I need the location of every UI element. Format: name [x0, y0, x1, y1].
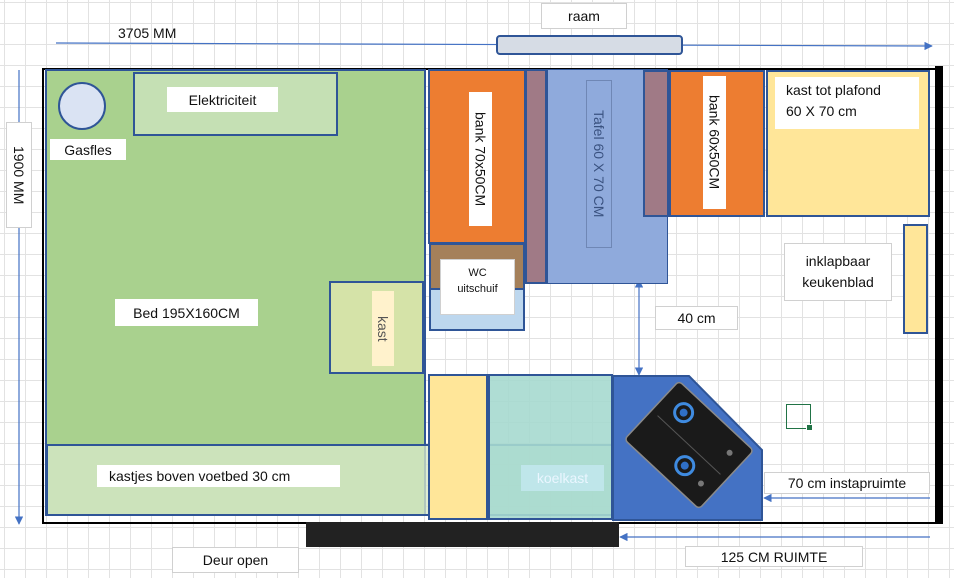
gap-dimension-label: 40 cm: [655, 306, 738, 330]
tall-cupboard-label-line2: 60 X 70 cm: [786, 103, 857, 119]
tall-cupboard-label: kast tot plafond 60 X 70 cm: [775, 77, 919, 129]
table-label: Tafel 60 X 70 CM: [586, 80, 612, 248]
width-dimension-arrow: [55, 41, 933, 51]
cupboard-label: kast: [372, 291, 394, 366]
gas-hob-icon[interactable]: [624, 381, 753, 509]
selection-handle-corner[interactable]: [806, 424, 813, 431]
back-wall: [935, 66, 943, 524]
kitchen-cabinet[interactable]: [428, 374, 488, 520]
table-leaf-right: [643, 70, 669, 217]
window-label: raam: [541, 3, 627, 29]
height-dimension-label: 1900 MM: [6, 122, 32, 228]
wc-label-line1: WC: [468, 267, 487, 279]
selection-handle-icon[interactable]: [786, 404, 811, 429]
gas-bottle-label: Gasfles: [50, 139, 126, 160]
storage-dimension-label: 70 cm instapruimte: [764, 472, 930, 494]
wc-label-line2: uitschuif: [457, 283, 498, 295]
foldout-counter[interactable]: [903, 224, 928, 334]
foldout-counter-label-line2: keukenblad: [802, 274, 874, 290]
cupboards-footbed-label: kastjes boven voetbed 30 cm: [97, 465, 340, 487]
wc-label: WC uitschuif: [440, 259, 515, 315]
fridge[interactable]: [488, 374, 613, 520]
fridge-label: koelkast: [521, 465, 604, 491]
door-opening: [306, 522, 619, 547]
gas-bottle-icon[interactable]: [58, 82, 106, 130]
bench-right-label: bank 60x50CM: [703, 76, 726, 209]
width-dimension-label: 3705 MM: [118, 25, 177, 41]
tall-cupboard-label-line1: kast tot plafond: [786, 82, 881, 98]
door-space-label: 125 CM RUIMTE: [685, 546, 863, 567]
bench-left-label: bank 70x50CM: [469, 92, 492, 226]
foldout-counter-label-line1: inklapbaar: [805, 253, 871, 269]
electricity-label: Elektriciteit: [167, 87, 278, 112]
door-label: Deur open: [172, 547, 299, 573]
bed-label: Bed 195X160CM: [115, 299, 258, 326]
window[interactable]: [496, 35, 683, 55]
table-leaf-left: [525, 69, 547, 284]
foldout-counter-label: inklapbaar keukenblad: [784, 243, 892, 301]
